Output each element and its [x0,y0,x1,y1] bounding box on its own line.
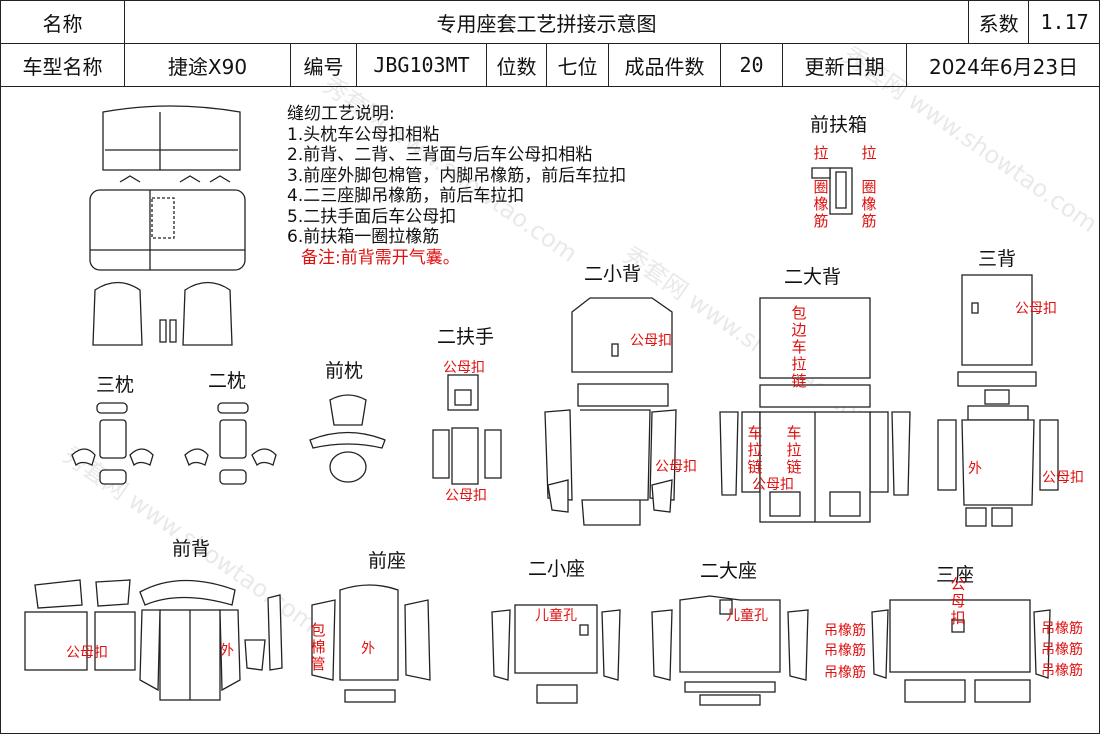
annotation-snap: 公母扣 [1015,301,1057,317]
annotation-snap: 公母扣 [752,477,794,493]
model-value: 捷途X90 [124,43,291,87]
second-small-seat-pieces [491,604,621,704]
annotation-hang-band: 吊橡筋 [824,643,866,659]
front-pillow-pieces [309,394,386,483]
annotation-snap: 公母扣 [443,360,485,376]
label-third-back: 三背 [978,248,1017,270]
label-second-pillow: 二枕 [208,370,247,392]
annotation-outer: 外 [968,461,982,477]
second-large-back-pieces [719,297,911,523]
annotation-hang-band: 吊橡筋 [824,665,866,681]
second-pillow-pieces [184,402,277,485]
code-label: 编号 [290,43,357,87]
front-seat-pieces [311,584,431,703]
annotation-hang-band: 吊橡筋 [1041,663,1083,679]
annotation-snap: 公母扣 [655,459,697,475]
annotation-child-hole: 儿童孔 [726,608,768,624]
annotation-outer: 外 [361,641,375,657]
label-third-seat: 三座 [936,564,975,586]
label-second-armrest: 二扶手 [437,326,495,348]
second-armrest-pieces [432,374,502,485]
annotation-hang-band: 吊橡筋 [1041,642,1083,658]
note-item: 1.头枕车公母扣相粘 [287,124,440,145]
count-label: 成品件数 [608,43,721,87]
date-value: 2024年6月23日 [905,43,1100,87]
annotation-snap: 公母扣 [445,488,487,504]
label-second-large-seat: 二大座 [700,560,758,582]
third-pillow-pieces [71,402,154,485]
annotation-wrap-pipe: 包棉管 [310,621,326,673]
name-label: 名称 [0,0,125,44]
front-armbox-pieces [811,167,853,215]
header-table: 名称 专用座套工艺拼接示意图 系数 1.17 车型名称 捷途X90 编号 JBG… [0,0,1100,87]
third-back-pieces [937,274,1059,527]
note-item: 6.前扶箱一圈拉橡筋 [287,227,440,247]
notes-title: 缝纫工艺说明: [287,104,395,124]
date-label: 更新日期 [782,43,907,87]
code-value: JBG103MT [356,43,487,87]
front-back-pieces [24,579,283,701]
annotation-wrap-edge-zipper: 包边车拉链 [791,304,807,390]
front-seats-overview [92,281,233,346]
model-label: 车型名称 [0,43,125,87]
seats-value: 七位 [546,43,609,87]
second-large-seat-pieces [651,595,809,706]
count-value: 20 [720,43,783,87]
label-front-pillow: 前枕 [325,360,364,382]
annotation-outer: 外 [220,643,234,659]
rear-bench-overview [89,105,246,271]
annotation-armbox-right: 拉圈橡筋 [861,144,877,230]
annotation-zipper-left: 车拉链 [747,424,763,476]
notes-remark: 备注:前背需开气囊。 [301,247,460,268]
annotation-zipper-right: 车拉链 [786,424,802,476]
seats-label: 位数 [486,43,547,87]
annotation-snap: 公母扣 [1042,470,1084,486]
sewing-notes: 缝纫工艺说明: 1.头枕车公母扣相粘 2.前背、二背、三背面与后车公母扣相粘 3… [287,104,626,268]
note-item: 3.前座外脚包棉管，内脚吊橡筋，前后车拉扣 [287,165,627,186]
document-title: 专用座套工艺拼接示意图 [123,0,970,44]
note-item: 4.二三座脚吊橡筋，前后车拉扣 [287,186,525,206]
label-second-small-seat: 二小座 [528,558,586,580]
label-front-back: 前背 [172,538,211,560]
coef-label: 系数 [968,0,1030,44]
label-front-armbox: 前扶箱 [810,114,868,136]
label-front-seat: 前座 [368,550,407,572]
label-third-pillow: 三枕 [96,374,135,396]
annotation-hang-band: 吊橡筋 [824,623,866,639]
annotation-hang-band: 吊橡筋 [1041,621,1083,637]
third-seat-pieces [871,599,1051,703]
annotation-snap: 公母扣 [66,645,108,661]
label-second-large-back: 二大背 [784,266,842,288]
annotation-snap: 公母扣 [630,333,672,349]
annotation-snap-vertical: 公母扣 [950,575,966,627]
annotation-armbox-left: 拉圈橡筋 [813,144,829,230]
label-second-small-back: 二小背 [584,263,642,285]
second-small-back-pieces [544,297,677,526]
annotation-child-hole: 儿童孔 [535,608,577,624]
note-item: 2.前背、二背、三背面与后车公母扣相粘 [287,145,593,165]
note-item: 5.二扶手面后车公母扣 [287,206,457,227]
